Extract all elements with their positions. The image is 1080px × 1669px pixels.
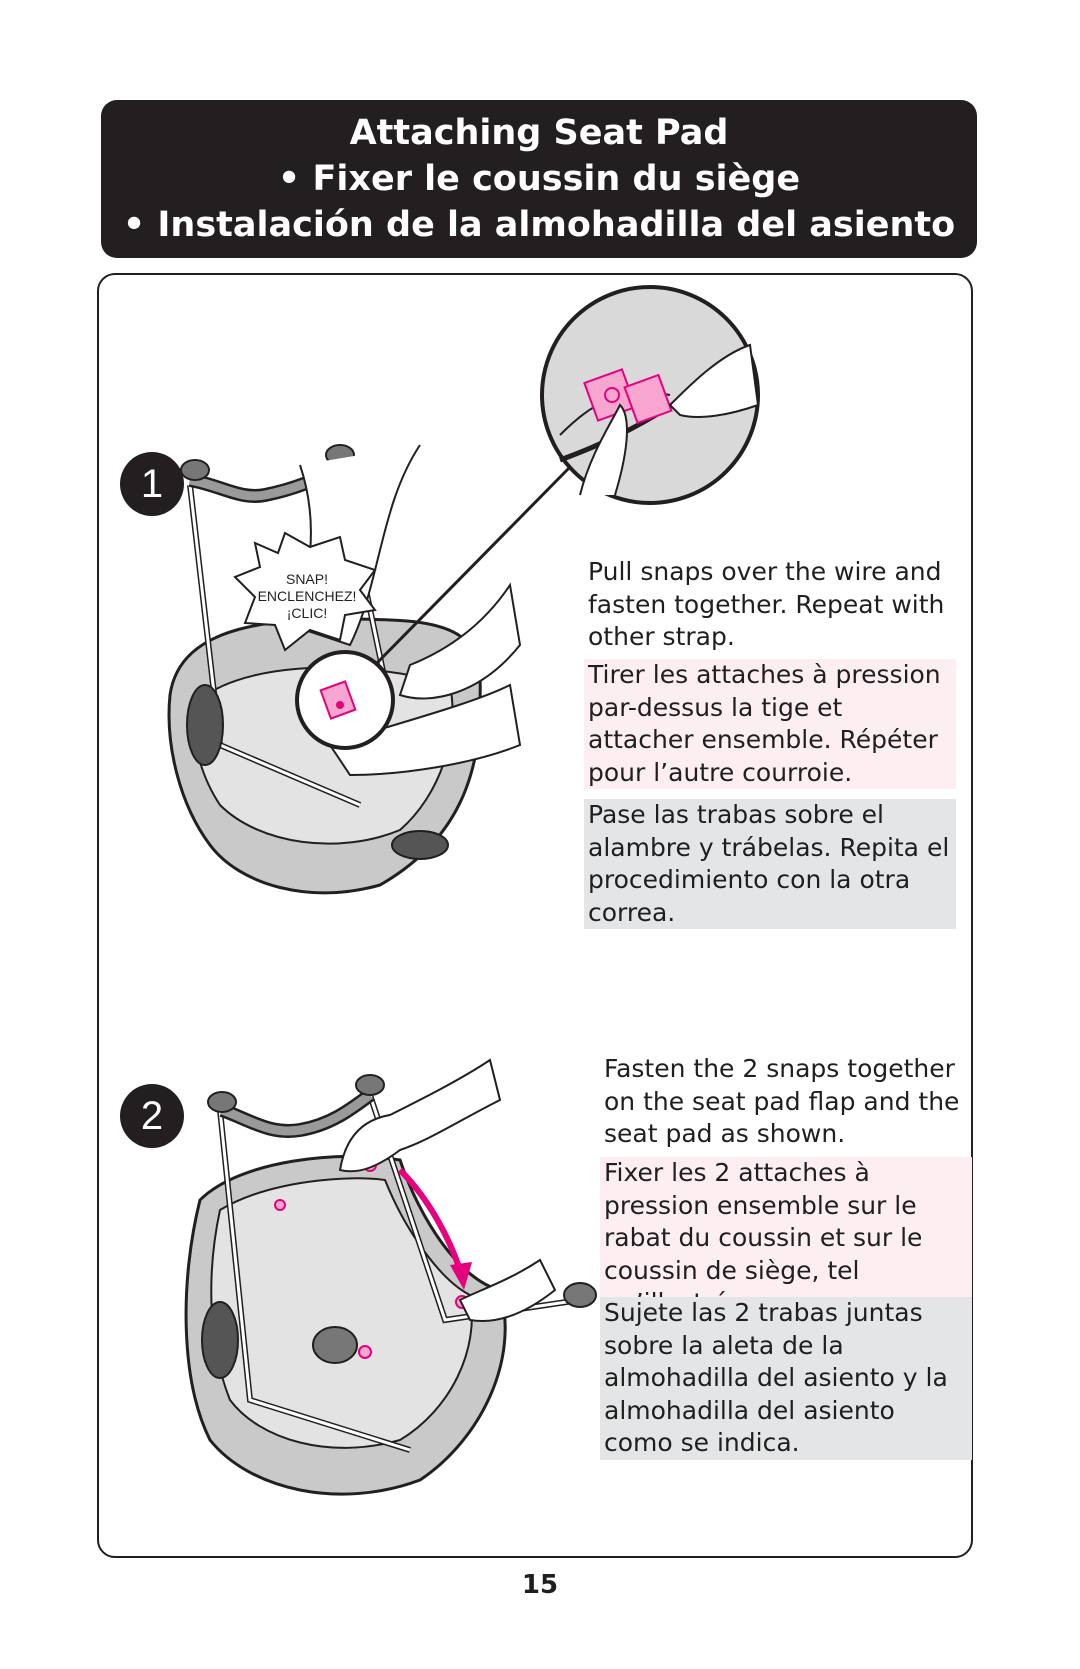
- step-1-text-es: Pase las trabas sobre el alambre y trábe…: [584, 799, 956, 929]
- snap-callout-es: ¡CLIC!: [287, 605, 327, 621]
- step-2-number: 2: [120, 1084, 184, 1148]
- page-number: 15: [521, 1570, 559, 1600]
- step-1-text-en: Pull snaps over the wire and fasten toge…: [588, 557, 945, 651]
- step-1-number: 1: [120, 452, 184, 516]
- step-1-text-fr: Tirer les attaches à pression par-dessus…: [584, 659, 956, 789]
- header-title-fr: • Fixer le coussin du siège: [277, 159, 801, 199]
- step-2-text-en: Fasten the 2 snaps together on the seat …: [604, 1054, 960, 1148]
- instructions-panel: [97, 273, 973, 1558]
- step-1-illustration: SNAP! ENCLENCHEZ! ¡CLIC!: [167, 285, 760, 895]
- section-header: Attaching Seat Pad • Fixer le coussin du…: [101, 100, 977, 258]
- header-title-es: • Instalación de la almohadilla del asie…: [122, 205, 956, 245]
- snap-callout-fr: ENCLENCHEZ!: [258, 588, 357, 604]
- header-title-en: Attaching Seat Pad: [349, 113, 729, 153]
- step-2-illustration: [184, 1058, 597, 1496]
- step-2-text-fr: Fixer les 2 attaches à pression ensemble…: [600, 1157, 972, 1320]
- step-2-text-es: Sujete las 2 trabas juntas sobre la alet…: [600, 1297, 972, 1460]
- snap-callout-en: SNAP!: [286, 571, 328, 587]
